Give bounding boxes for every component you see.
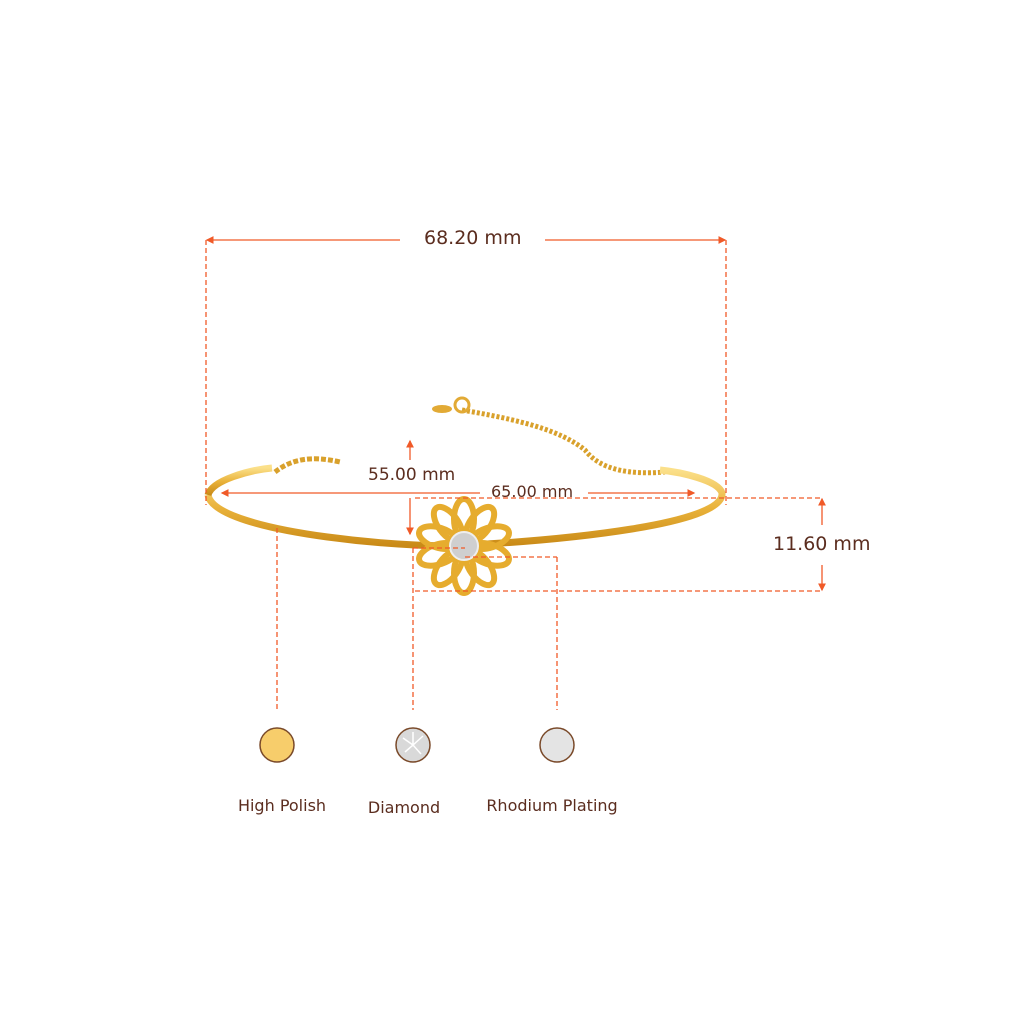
diamond-swatch — [395, 727, 431, 763]
material-label-high-polish: High Polish — [237, 796, 327, 815]
bangle — [204, 466, 726, 550]
diamond-cluster — [449, 531, 479, 561]
dimension-lines — [205, 236, 826, 710]
flower-motif — [416, 496, 512, 596]
inner-width-label: 65.00 mm — [491, 482, 574, 501]
high-polish-swatch — [259, 727, 295, 763]
rhodium-plating-swatch — [539, 727, 575, 763]
bracelet-chain — [273, 396, 666, 476]
motif-height-label: 11.60 mm — [773, 533, 871, 555]
inner-diameter-label: 55.00 mm — [362, 465, 462, 485]
material-label-diamond: Diamond — [367, 798, 441, 817]
material-label-rhodium-plating: Rhodium Plating — [486, 796, 618, 815]
overall-width-label: 68.20 mm — [424, 227, 522, 249]
